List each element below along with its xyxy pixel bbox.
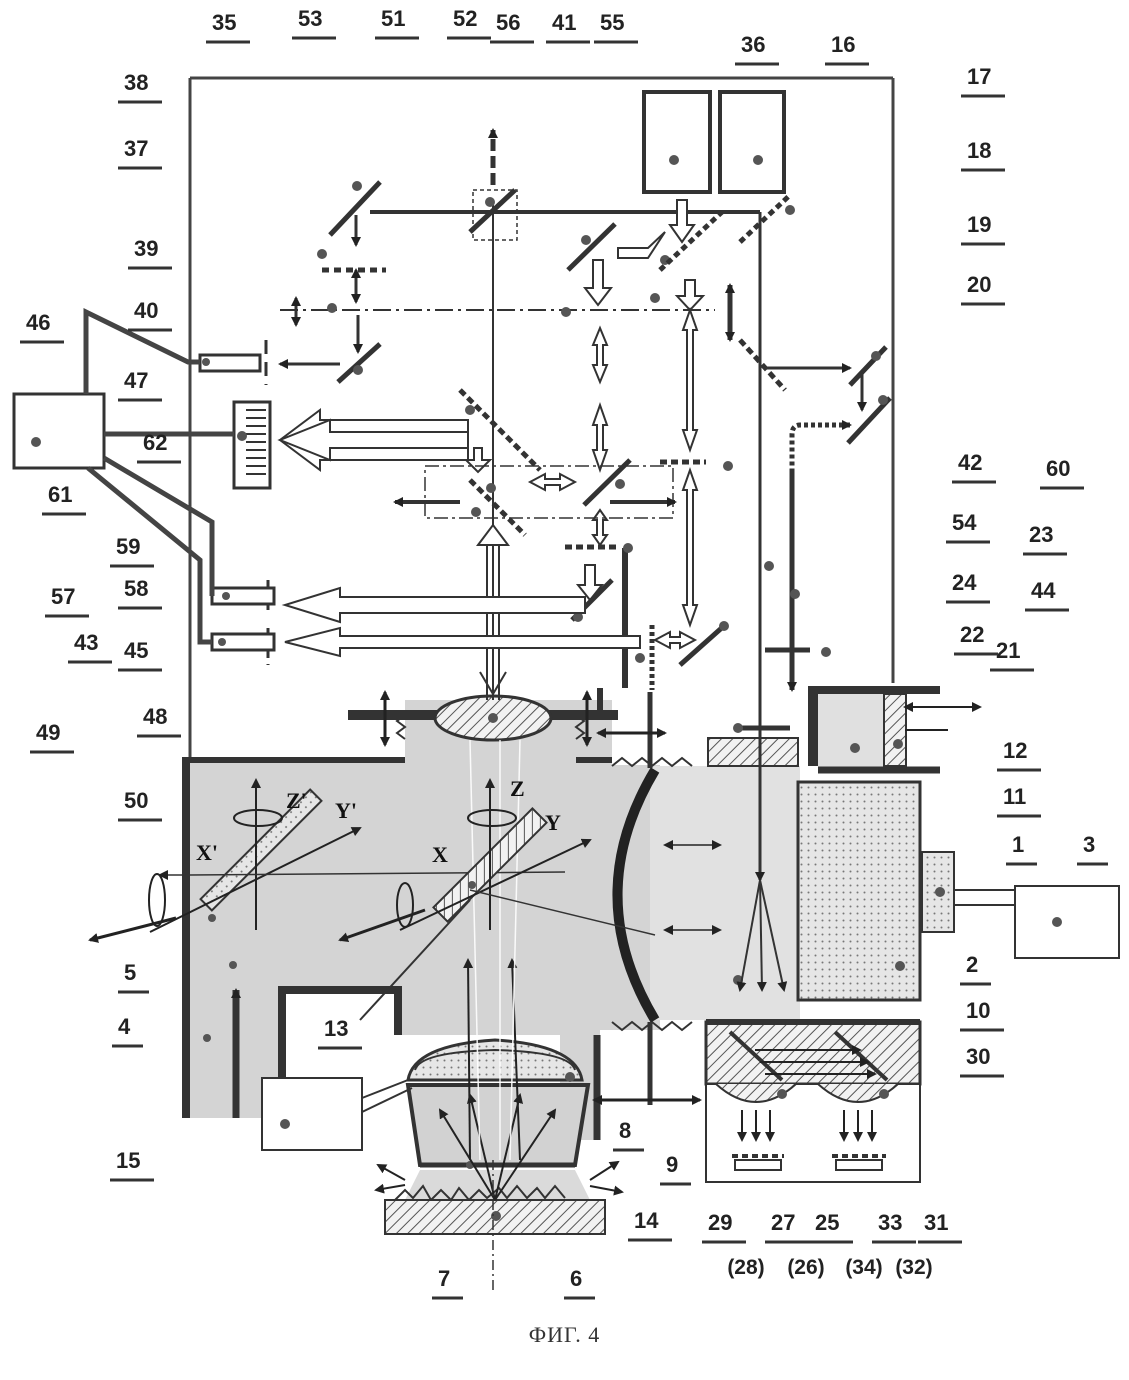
label-2: 2 bbox=[966, 952, 978, 977]
label-41: 41 bbox=[552, 10, 576, 35]
label-18: 18 bbox=[967, 138, 991, 163]
label-50: 50 bbox=[124, 788, 148, 813]
label-29: 29 bbox=[708, 1210, 732, 1235]
label-22: 22 bbox=[960, 622, 984, 647]
label-61: 61 bbox=[48, 482, 72, 507]
label-58: 58 bbox=[124, 576, 148, 601]
label-59: 59 bbox=[116, 534, 140, 559]
label-38: 38 bbox=[124, 70, 148, 95]
axis-label: Y bbox=[545, 810, 561, 835]
detectors-16-36 bbox=[644, 92, 784, 192]
label-57: 57 bbox=[51, 584, 75, 609]
label-55: 55 bbox=[600, 10, 624, 35]
label-56: 56 bbox=[496, 10, 520, 35]
label-45: 45 bbox=[124, 638, 148, 663]
label-60: 60 bbox=[1046, 456, 1070, 481]
label-47: 47 bbox=[124, 368, 148, 393]
label-46: 46 bbox=[26, 310, 50, 335]
label-9: 9 bbox=[666, 1152, 678, 1177]
label-40: 40 bbox=[134, 298, 158, 323]
label-12: 12 bbox=[1003, 738, 1027, 763]
paren-label: (26) bbox=[787, 1256, 824, 1279]
axis-label: X' bbox=[196, 840, 218, 865]
label-16: 16 bbox=[831, 32, 855, 57]
label-3: 3 bbox=[1083, 832, 1095, 857]
paren-label: (32) bbox=[895, 1256, 932, 1279]
axis-label: X bbox=[432, 842, 448, 867]
label-24: 24 bbox=[952, 570, 977, 595]
label-37: 37 bbox=[124, 136, 148, 161]
label-8: 8 bbox=[619, 1118, 631, 1143]
detector-58 bbox=[212, 588, 274, 604]
label-10: 10 bbox=[966, 998, 990, 1023]
label-51: 51 bbox=[381, 6, 405, 31]
label-39: 39 bbox=[134, 236, 158, 261]
label-52: 52 bbox=[453, 6, 477, 31]
label-49: 49 bbox=[36, 720, 60, 745]
spectrometer bbox=[706, 1022, 920, 1182]
axis-label: Y' bbox=[335, 798, 357, 823]
label-23: 23 bbox=[1029, 522, 1053, 547]
label-21: 21 bbox=[996, 638, 1020, 663]
label-35: 35 bbox=[212, 10, 236, 35]
window-21 bbox=[708, 738, 798, 766]
axis-label: Z bbox=[510, 776, 525, 801]
vertical-beam bbox=[470, 130, 517, 700]
label-54: 54 bbox=[952, 510, 977, 535]
sample-stage bbox=[385, 1040, 605, 1234]
label-48: 48 bbox=[143, 704, 167, 729]
optical-scheme-diagram: 1234567891011121314151617181920212223242… bbox=[0, 0, 1129, 1310]
label-31: 31 bbox=[924, 1210, 948, 1235]
housing bbox=[190, 78, 893, 757]
label-36: 36 bbox=[741, 32, 765, 57]
label-17: 17 bbox=[967, 64, 991, 89]
label-44: 44 bbox=[1031, 578, 1056, 603]
figure-caption: ФИГ. 4 bbox=[0, 1322, 1129, 1348]
controller-3 bbox=[1015, 886, 1119, 958]
label-11: 11 bbox=[1003, 784, 1026, 809]
label-13: 13 bbox=[324, 1016, 348, 1041]
label-7: 7 bbox=[438, 1266, 450, 1291]
label-42: 42 bbox=[958, 450, 982, 475]
label-27: 27 bbox=[771, 1210, 795, 1235]
detector-62 bbox=[234, 402, 270, 488]
ion-source-11 bbox=[808, 686, 980, 770]
detector-2 bbox=[798, 782, 1015, 1000]
label-14: 14 bbox=[634, 1208, 659, 1233]
axis-label: Z' bbox=[286, 788, 307, 813]
label-25: 25 bbox=[815, 1210, 839, 1235]
label-20: 20 bbox=[967, 272, 991, 297]
label-4: 4 bbox=[118, 1014, 131, 1039]
label-33: 33 bbox=[878, 1210, 902, 1235]
label-62: 62 bbox=[143, 430, 167, 455]
label-53: 53 bbox=[298, 6, 322, 31]
label-43: 43 bbox=[74, 630, 98, 655]
controller-15 bbox=[262, 1078, 362, 1150]
label-30: 30 bbox=[966, 1044, 990, 1069]
label-19: 19 bbox=[967, 212, 991, 237]
label-5: 5 bbox=[124, 960, 136, 985]
label-15: 15 bbox=[116, 1148, 140, 1173]
parenthesized-labels: (28) (26) (34) (32) bbox=[727, 1256, 932, 1279]
paren-label: (34) bbox=[845, 1256, 882, 1279]
processor-46 bbox=[14, 394, 104, 468]
label-6: 6 bbox=[570, 1266, 582, 1291]
label-1: 1 bbox=[1012, 832, 1024, 857]
paren-label: (28) bbox=[727, 1256, 764, 1279]
